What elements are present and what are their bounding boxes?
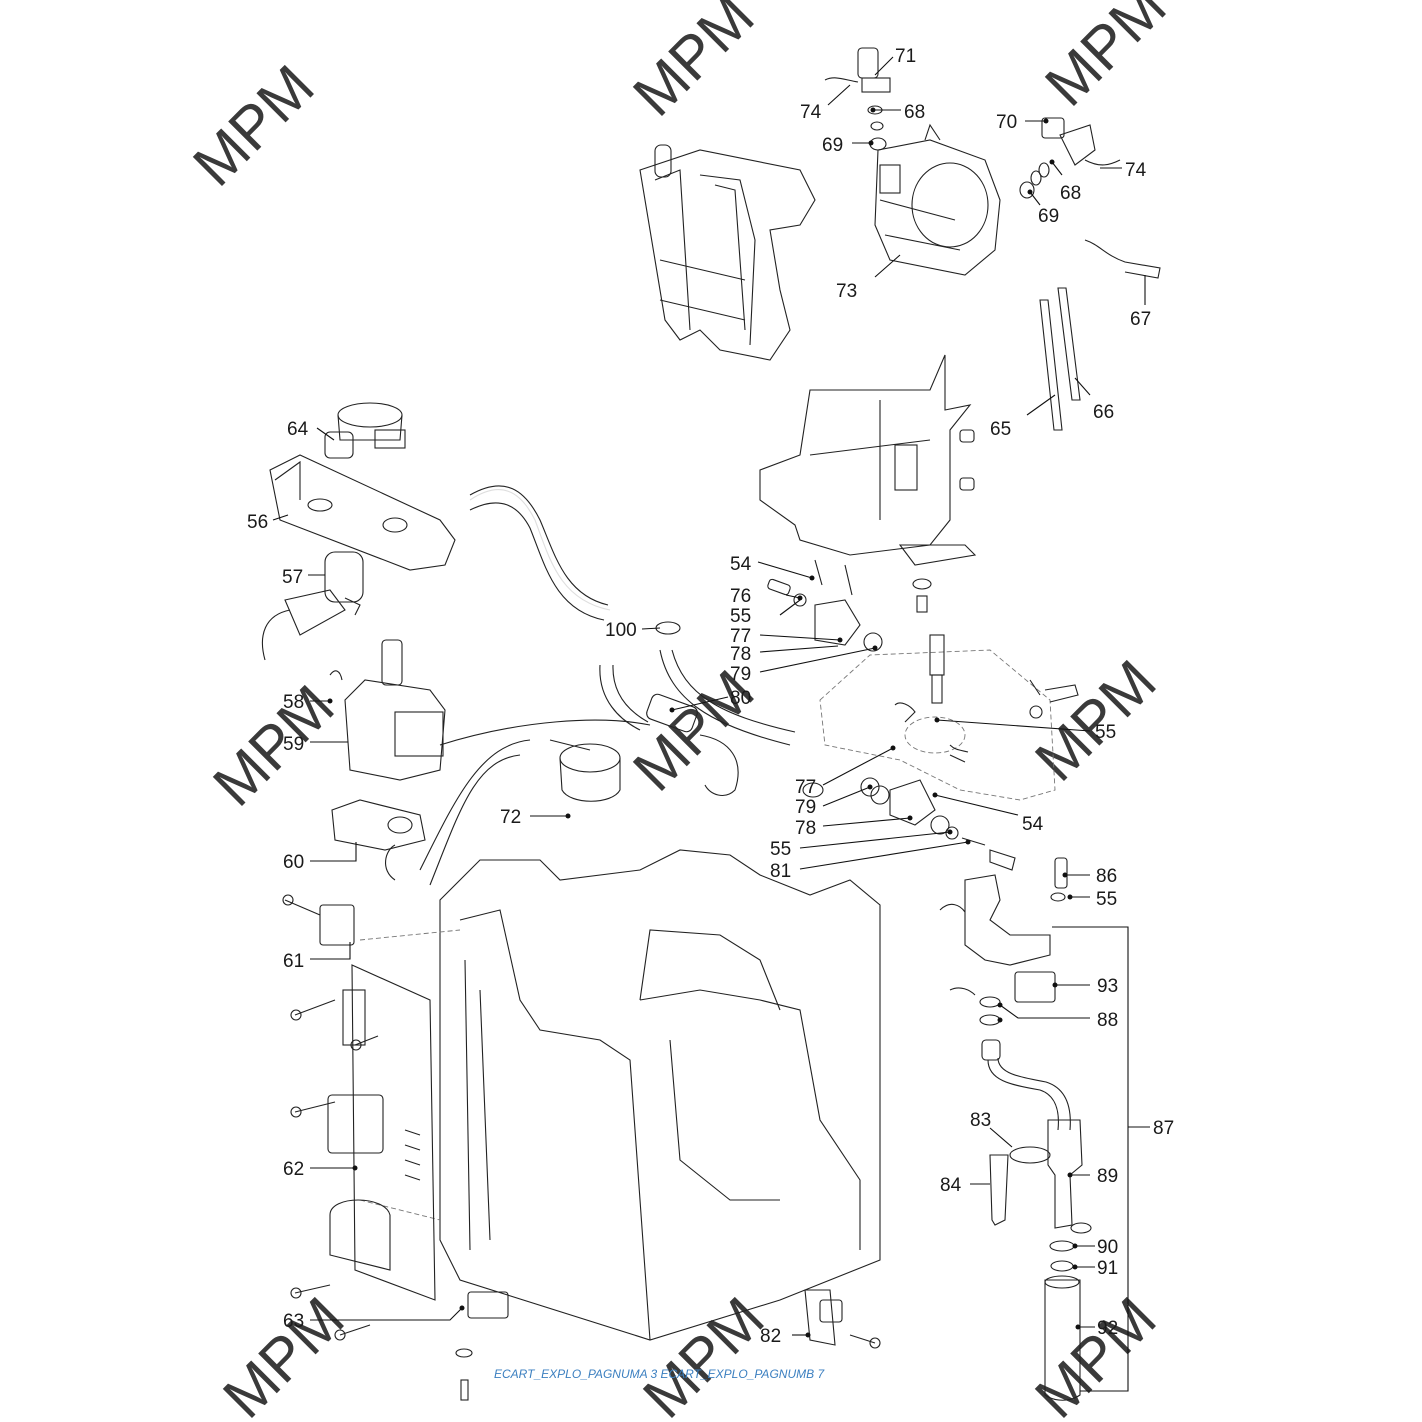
clips-drawing bbox=[655, 559, 1079, 871]
part-label-87: 87 bbox=[1153, 1118, 1174, 1139]
part-label-64: 64 bbox=[287, 419, 309, 440]
part-label-86: 86 bbox=[1096, 866, 1117, 887]
part-label-55: 55 bbox=[1095, 722, 1116, 743]
watermark: MPM bbox=[200, 672, 346, 818]
part-label-91: 91 bbox=[1097, 1258, 1118, 1279]
part-label-55: 55 bbox=[770, 839, 791, 860]
leader-lines bbox=[272, 56, 1146, 1338]
diagram-caption: ECART_EXPLO_PAGNUMA 3 ECART_EXPLO_PAGNUM… bbox=[494, 1367, 825, 1381]
part-label-73: 73 bbox=[836, 281, 857, 302]
part-label-100: 100 bbox=[605, 620, 637, 641]
part-labels: 71 74 68 69 70 74 68 69 73 67 65 66 64 5… bbox=[247, 46, 1174, 1347]
part-label-81: 81 bbox=[770, 861, 791, 882]
watermarks: MPM MPM MPM MPM MPM MPM MPM MPM MPM bbox=[180, 0, 1178, 1422]
part-label-79: 79 bbox=[730, 664, 751, 685]
watermark: MPM bbox=[620, 0, 766, 129]
part-label-82: 82 bbox=[760, 1326, 781, 1347]
part-label-62: 62 bbox=[283, 1159, 304, 1180]
watermark: MPM bbox=[630, 1284, 776, 1422]
pcb-62-drawing bbox=[319, 904, 436, 1301]
part-label-92: 92 bbox=[1097, 1318, 1118, 1339]
rods-drawing bbox=[1039, 287, 1081, 431]
part-label-80: 80 bbox=[730, 688, 751, 709]
hoses-drawing bbox=[385, 485, 796, 886]
part-label-68: 68 bbox=[1060, 183, 1081, 204]
valve-80-drawing bbox=[646, 693, 698, 733]
watermark: MPM bbox=[210, 1284, 356, 1422]
part-label-60: 60 bbox=[283, 852, 304, 873]
top-fittings-drawing bbox=[824, 47, 1161, 279]
switch-63-drawing bbox=[455, 1291, 509, 1401]
part-label-88: 88 bbox=[1097, 1010, 1118, 1031]
pump-59-drawing bbox=[329, 639, 446, 781]
part-label-77: 77 bbox=[730, 626, 751, 647]
part-label-72: 72 bbox=[500, 807, 521, 828]
bracket-drawing bbox=[759, 354, 977, 613]
part-label-69: 69 bbox=[1038, 206, 1059, 227]
part-label-54: 54 bbox=[730, 554, 752, 575]
part-label-69: 69 bbox=[822, 135, 843, 156]
part-label-74: 74 bbox=[1125, 160, 1147, 181]
part-label-56: 56 bbox=[247, 512, 268, 533]
part-label-77: 77 bbox=[795, 777, 816, 798]
part-label-78: 78 bbox=[730, 644, 751, 665]
part-label-61: 61 bbox=[283, 951, 304, 972]
part-label-59: 59 bbox=[283, 734, 304, 755]
part-label-84: 84 bbox=[940, 1175, 962, 1196]
switch-82-drawing bbox=[804, 1289, 843, 1346]
part-label-67: 67 bbox=[1130, 309, 1151, 330]
main-housing-drawing bbox=[359, 849, 881, 1341]
group-87-bracket bbox=[1052, 926, 1150, 1392]
watermark: MPM bbox=[180, 52, 326, 198]
part-label-93: 93 bbox=[1097, 976, 1118, 997]
screws-drawing bbox=[282, 894, 881, 1349]
watermark: MPM bbox=[1022, 647, 1168, 793]
brew-unit-outline bbox=[819, 634, 1056, 801]
part-label-65: 65 bbox=[990, 419, 1011, 440]
watermark: MPM bbox=[1022, 1284, 1168, 1422]
part-label-66: 66 bbox=[1093, 402, 1114, 423]
part-label-68: 68 bbox=[904, 102, 925, 123]
part-label-89: 89 bbox=[1097, 1166, 1118, 1187]
part-label-58: 58 bbox=[283, 692, 304, 713]
heater-block-drawing bbox=[874, 123, 1001, 276]
drip-tray-56-drawing bbox=[269, 454, 456, 571]
part-label-70: 70 bbox=[996, 112, 1017, 133]
valve-64-drawing bbox=[324, 402, 406, 459]
part-label-76: 76 bbox=[730, 586, 751, 607]
part-label-79: 79 bbox=[795, 797, 816, 818]
part-label-63: 63 bbox=[283, 1311, 304, 1332]
part-label-55: 55 bbox=[730, 606, 751, 627]
part-label-90: 90 bbox=[1097, 1237, 1118, 1258]
part-label-74: 74 bbox=[800, 102, 822, 123]
part-label-83: 83 bbox=[970, 1110, 991, 1131]
float-72-drawing bbox=[549, 739, 621, 802]
part-label-71: 71 bbox=[895, 46, 916, 67]
bracket-60-drawing bbox=[331, 799, 426, 851]
elbow-57-drawing bbox=[261, 551, 364, 661]
part-label-57: 57 bbox=[282, 567, 303, 588]
watermark: MPM bbox=[1032, 0, 1178, 119]
part-label-55: 55 bbox=[1096, 889, 1117, 910]
steam-valve-drawing bbox=[939, 857, 1092, 1401]
part-label-54: 54 bbox=[1022, 814, 1044, 835]
tank-holder-drawing bbox=[639, 144, 816, 361]
part-label-78: 78 bbox=[795, 818, 816, 839]
